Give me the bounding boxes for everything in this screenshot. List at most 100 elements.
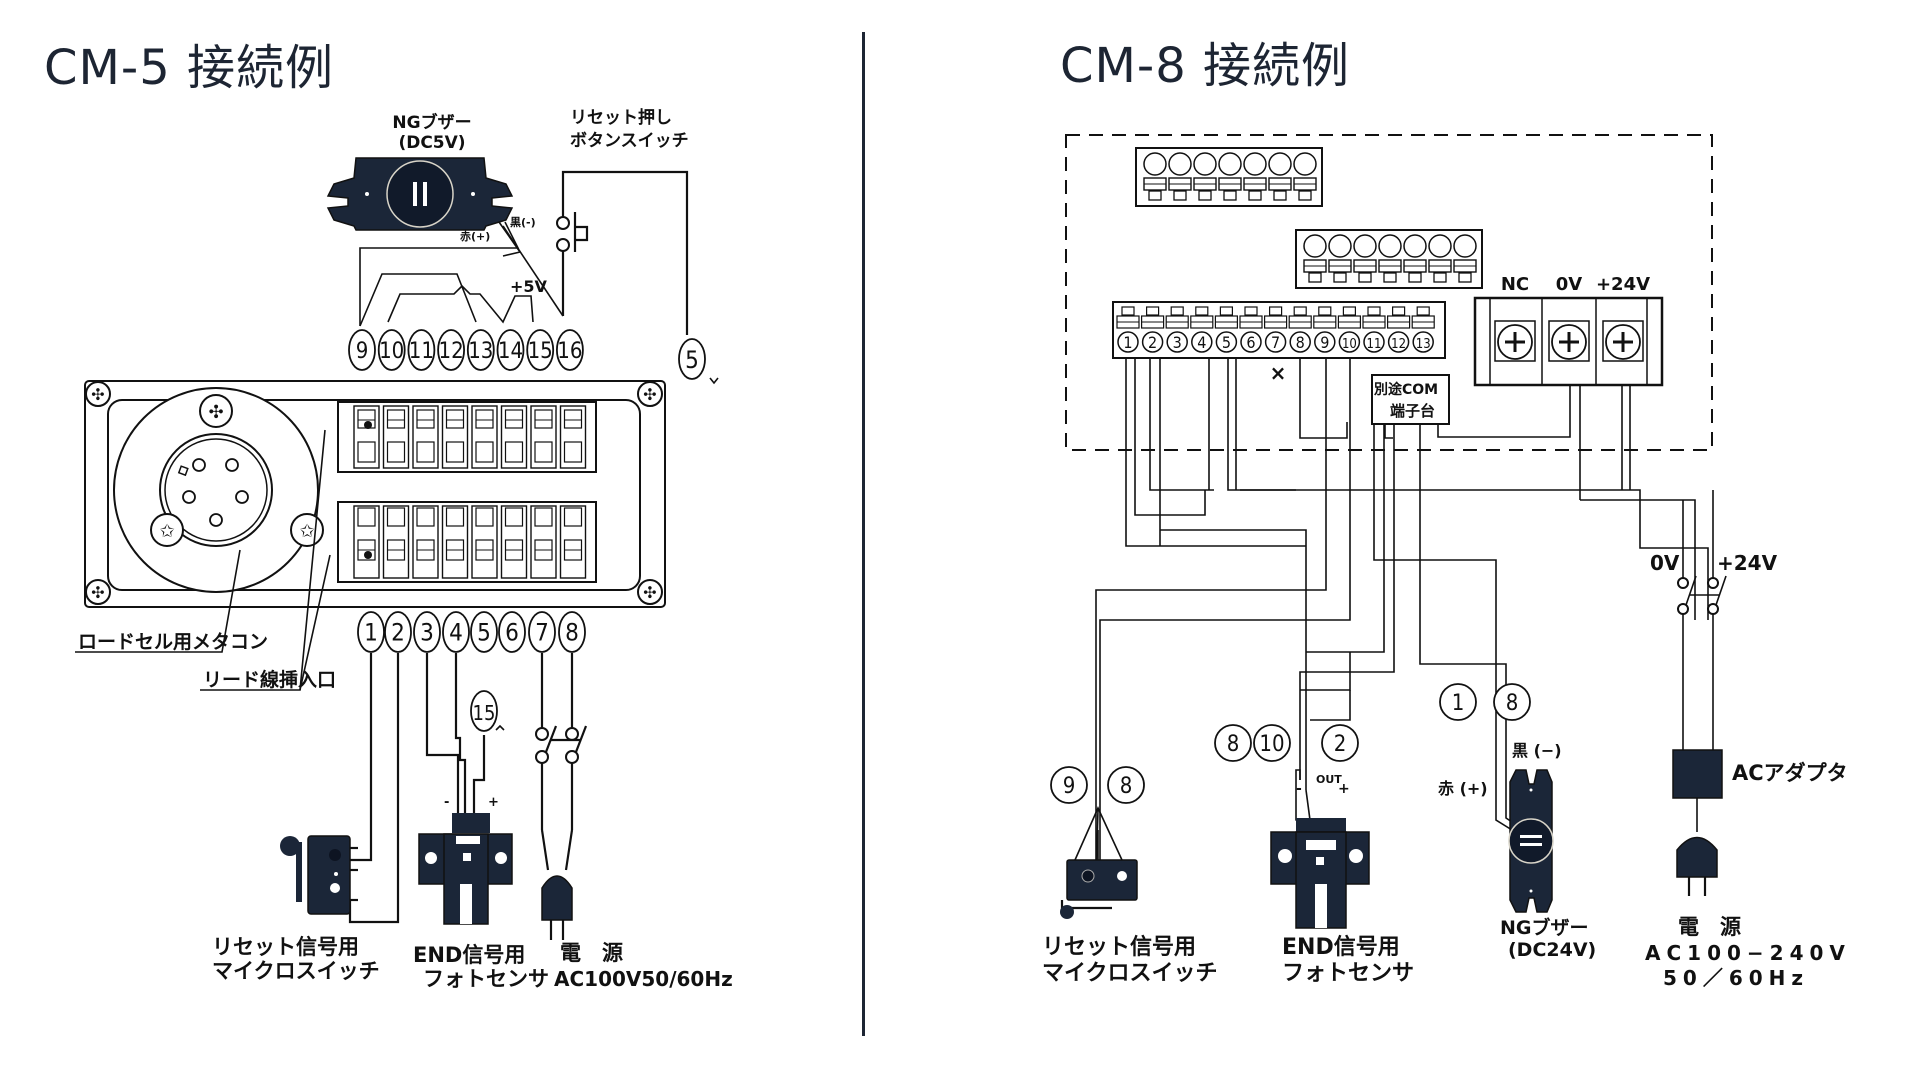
cm8-ac-adapter: ACアダプタ 電 源 AC100−240V 50／60Hz (1645, 749, 1851, 990)
ref-terminal-8: 8 (1107, 766, 1145, 804)
cm5-terminal-3: 3 (413, 611, 441, 653)
terminal-number: 1 (1452, 691, 1465, 716)
cm8-terminal-12: 12 (1387, 331, 1410, 353)
ref-terminal-9: 9 (1050, 766, 1088, 804)
cm5-micro-switch-label-1: リセット信号用 (212, 935, 359, 959)
terminal-number: 13 (468, 339, 493, 364)
cm8-terminal-6: 6 (1240, 331, 1262, 353)
terminal-number: 8 (1506, 691, 1519, 716)
cm5-terminal-11: 11 (407, 329, 436, 371)
cm8-terminal-2: 2 (1141, 331, 1164, 353)
svg-text:OUT: OUT (1316, 773, 1342, 786)
cm5-terminal-1: 1 (357, 611, 385, 653)
cm8-buzzer-label-1: NGブザー (1500, 916, 1589, 939)
wire-port-icon (1268, 152, 1292, 176)
cm8-terminal-4: 4 (1191, 331, 1213, 353)
terminal-number: 8 (1296, 333, 1305, 352)
screw-terminal-icon (1605, 324, 1641, 360)
ref-terminal-1: 1 (1439, 683, 1477, 721)
cm5-title: CM-5 接続例 (44, 40, 335, 96)
ref-terminal-2: 2 (1321, 724, 1359, 762)
cm5-ng-buzzer: NGブザー (DC5V) 黒(-) 赤(+) (326, 112, 536, 243)
svg-text:5: 5 (685, 346, 699, 374)
terminal-number: 8 (1120, 774, 1133, 799)
cm8-power-label-2: AC100−240V (1645, 941, 1851, 965)
cm8-terminal-10: 10 (1338, 331, 1361, 353)
terminal-number: 3 (420, 619, 434, 647)
svg-text:+: + (1338, 781, 1350, 797)
cm5-callouts: ロードセル用メタコン リード線挿入口 (75, 429, 336, 691)
terminal-number: 12 (439, 339, 464, 364)
cm5-terminal-15: 15 (526, 329, 555, 371)
cm8-power-label-3: 50／60Hz (1663, 966, 1809, 990)
cm8-terminal-8: 8 (1289, 331, 1311, 353)
cm8-terminal-13: 13 (1412, 331, 1434, 353)
cm8-micro-switch-label-1: リセット信号用 (1042, 934, 1196, 960)
cm8-enclosure-outline (1065, 134, 1713, 451)
cm5-reset-pushbutton: リセット押し ボタンスイッチ (556, 107, 689, 335)
cm5-power-label-2: AC100V50/60Hz (554, 967, 733, 991)
cm5-photo-sensor-label-1: END信号用 (413, 943, 525, 967)
wire-port-icon (1428, 234, 1452, 258)
cm8-title: CM-8 接続例 (1060, 38, 1351, 94)
screw-terminal-icon (1497, 324, 1533, 360)
cm5-buzzer-red-wire: 赤(+) (460, 229, 490, 243)
cm8-terminal-7: 7 (1264, 331, 1287, 353)
power-terminal-label: NC (1501, 274, 1529, 295)
cm5-top-wiring: +5V (359, 221, 564, 327)
cm5-ref-terminal-5: 5 (678, 338, 719, 385)
cm5-buzzer-black-wire: 黒(-) (510, 216, 536, 229)
ref-terminal-8: 8 (1214, 724, 1252, 762)
power-switch-icon (535, 727, 549, 741)
cm5-power-plug-icon (541, 875, 573, 940)
svg-text:15: 15 (473, 701, 496, 725)
cm5-controller-body: ✣ ✣ ✣ ✣ ✣ ✩ ✩ (84, 380, 666, 608)
terminal-number: 5 (1222, 333, 1231, 352)
svg-text:✣: ✣ (91, 385, 104, 404)
cm8-power-plug-icon (1676, 836, 1718, 878)
cm8-com-terminal-block: 別途COM 端子台 (1371, 374, 1450, 425)
terminal-number: 5 (477, 619, 491, 647)
power-terminal-label: 0V (1556, 274, 1583, 295)
terminal-number: 14 (498, 339, 523, 364)
pushbutton-contact-icon (556, 216, 570, 230)
cm5-terminal-5: 5 (470, 611, 498, 653)
ac-adapter-icon (1672, 749, 1723, 799)
svg-text:+: + (488, 795, 499, 810)
callout-lead-insert-label: リード線挿入口 (203, 668, 336, 691)
cm8-micro-switch-label-2: マイクロスイッチ (1042, 961, 1218, 986)
cm5-micro-switch-label-2: マイクロスイッチ (212, 959, 380, 983)
cm8-buzzer-red-wire: 赤 (+) (1438, 779, 1488, 798)
cm5-terminal-13: 13 (466, 329, 495, 371)
cm5-terminal-16: 16 (556, 329, 584, 371)
cm5-terminal-4: 4 (442, 611, 470, 653)
wire-port-icon (1453, 234, 1477, 258)
svg-text:-: - (444, 795, 449, 810)
screw-terminal-icon (1551, 324, 1587, 360)
cm5-terminal-2: 2 (384, 611, 412, 653)
cm5-reset-button-label-1: リセット押し (570, 107, 672, 128)
wire-port-icon (1293, 152, 1317, 176)
terminal-number: 3 (1173, 333, 1182, 352)
cm5-terminal-blocks (337, 401, 597, 583)
terminal-number: 2 (1334, 732, 1347, 757)
cm5-terminal-12: 12 (437, 329, 466, 371)
cm8-power-switch-icon (1677, 577, 1689, 589)
terminal-number: 8 (565, 619, 579, 647)
cm5-buzzer-name: NGブザー (392, 112, 471, 133)
cm5-terminal-8: 8 (558, 611, 586, 653)
cm5-terminal-7: 7 (528, 611, 556, 653)
cm8-terminal-9: 9 (1314, 331, 1336, 353)
cm8-switch-24v-label: +24V (1717, 551, 1778, 575)
terminal-number: 4 (1197, 333, 1206, 352)
cm8-buzzer-label-2: (DC24V) (1508, 939, 1596, 961)
cm5-bottom-wiring: 15 (348, 653, 588, 924)
svg-text:✣: ✣ (208, 402, 223, 423)
section-divider (862, 32, 865, 1036)
terminal-number: 15 (528, 339, 553, 364)
